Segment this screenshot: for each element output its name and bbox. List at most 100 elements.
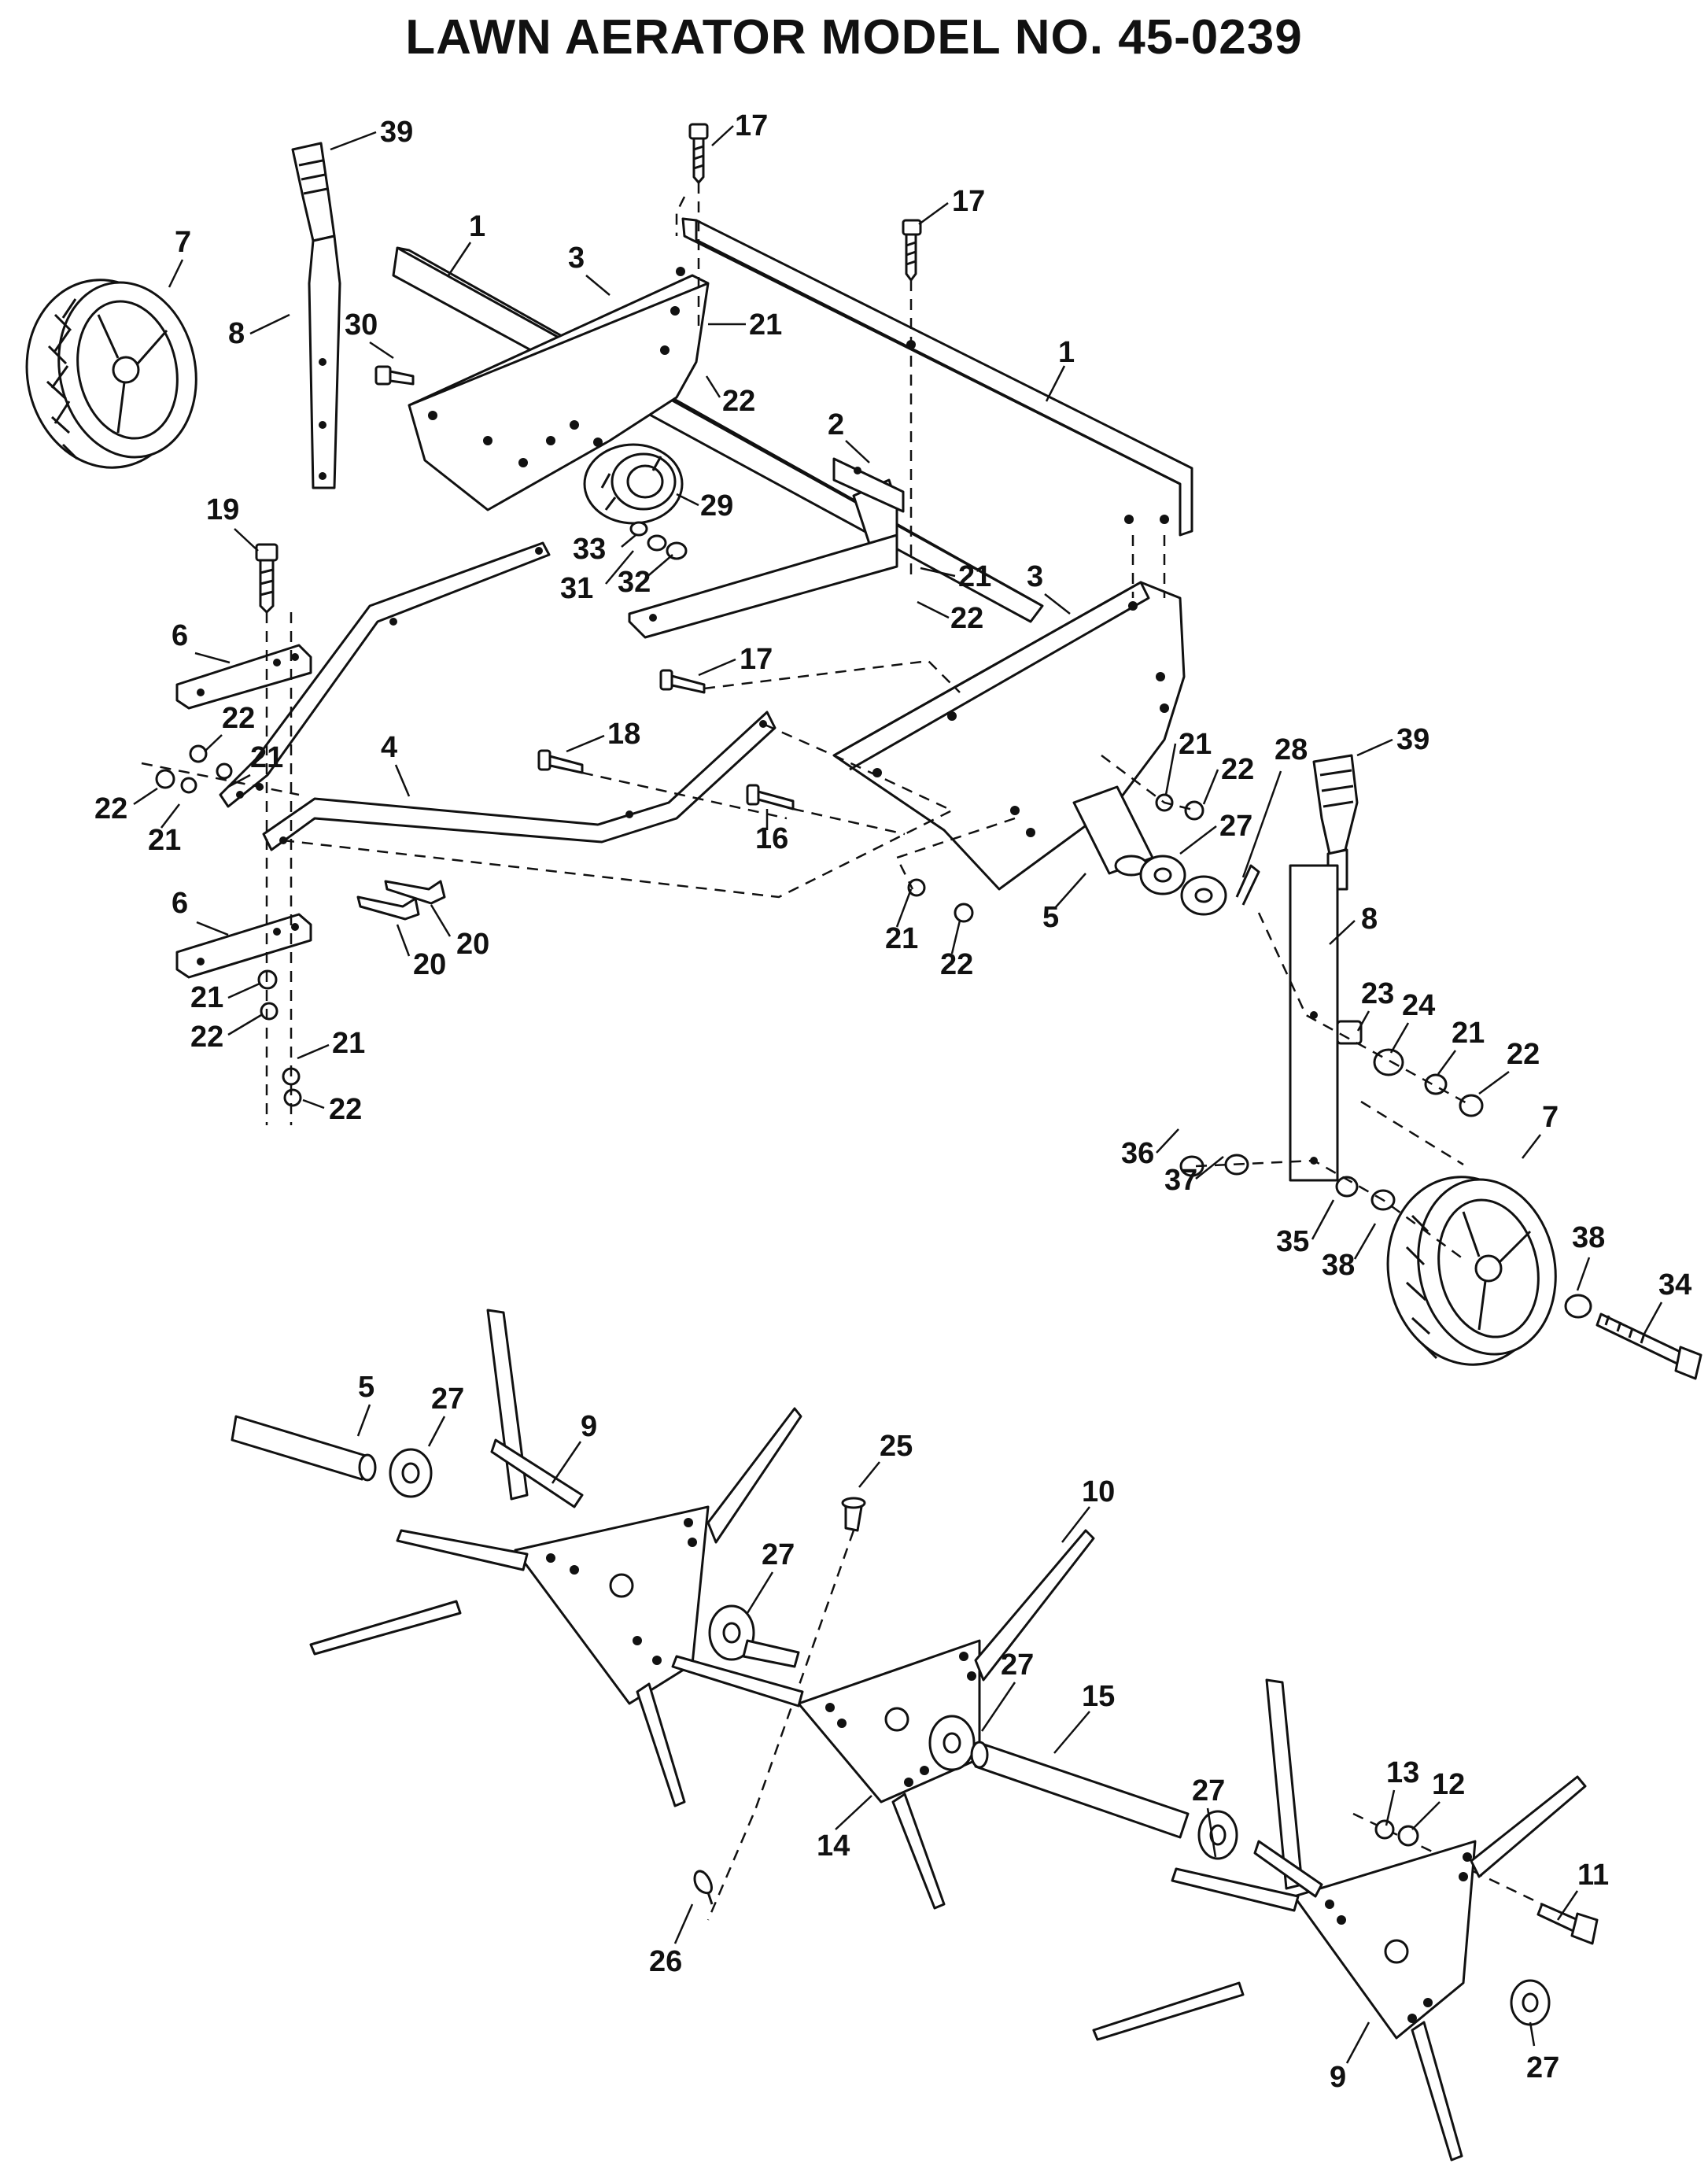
bolt-17-right (902, 219, 922, 282)
callout-4: 4 (381, 731, 411, 797)
callout-label: 37 (1164, 1164, 1197, 1197)
callout-leader (1556, 1890, 1579, 1921)
callout-leader (249, 313, 290, 335)
callout-leader (1411, 1801, 1441, 1830)
callout-27: 27 (1192, 1774, 1225, 1858)
callout-23: 23 (1356, 977, 1394, 1032)
callout-leader (1206, 1807, 1217, 1858)
callout-label: 22 (94, 792, 127, 825)
callout-label: 21 (885, 922, 918, 955)
callout-leader (1345, 2021, 1370, 2064)
callout-31: 31 (560, 550, 634, 605)
callout-leader (673, 1903, 694, 1944)
callout-17: 17 (711, 109, 768, 146)
callout-32: 32 (618, 554, 673, 599)
bearing-washer-nut (629, 521, 688, 560)
callout-6: 6 (172, 619, 231, 664)
callout-19: 19 (206, 493, 259, 552)
callout-label: 5 (358, 1371, 374, 1404)
wheel-right (1386, 1176, 1557, 1366)
callout-label: 27 (1001, 1648, 1034, 1682)
callout-leader (302, 1098, 325, 1109)
callout-leader (566, 734, 605, 753)
callout-label: 22 (940, 948, 973, 981)
callout-1: 1 (1045, 336, 1075, 402)
side-plate-left (408, 274, 710, 511)
callout-14: 14 (817, 1795, 872, 1863)
callout-label: 21 (958, 560, 991, 593)
callout-20: 20 (396, 924, 446, 981)
callout-leader (1053, 873, 1086, 910)
callout-leader (1061, 1506, 1090, 1543)
callout-leader (1385, 1789, 1396, 1826)
callout-label: 26 (649, 1945, 682, 1978)
callout-label: 16 (755, 822, 788, 855)
callout-label: 21 (749, 308, 782, 342)
callout-leader (1329, 920, 1356, 945)
callout-leader (1164, 743, 1177, 796)
callout-leader (227, 773, 251, 788)
callout-6: 6 (172, 887, 229, 936)
callout-label: 27 (1526, 2051, 1559, 2084)
callout-22: 22 (1202, 753, 1254, 805)
callout-label: 22 (222, 702, 255, 735)
callout-leader (1522, 1134, 1541, 1159)
callout-label: 17 (740, 643, 773, 676)
callout-label: 22 (950, 602, 983, 635)
callout-16: 16 (755, 809, 788, 855)
screws-20 (356, 880, 446, 921)
callout-leader (858, 1461, 880, 1488)
callout-39: 39 (330, 116, 413, 151)
callout-37: 37 (1164, 1156, 1224, 1197)
callout-label: 19 (206, 493, 239, 526)
callout-leader (1356, 738, 1393, 757)
callout-label: 18 (607, 718, 640, 751)
callout-label: 33 (573, 533, 606, 566)
callout-leader (746, 1571, 774, 1614)
callout-21: 21 (148, 803, 181, 857)
callout-label: 6 (172, 619, 188, 652)
bolt-30 (374, 365, 415, 386)
callout-leader (227, 982, 260, 999)
callout-label: 30 (345, 308, 378, 342)
callout-leader (356, 1404, 371, 1437)
bolts-middle (537, 669, 795, 810)
link-plate-upper (175, 644, 312, 710)
handle-bar-right (1289, 848, 1348, 1182)
callout-label: 4 (381, 731, 397, 764)
callout-22: 22 (94, 787, 158, 825)
handle-grip-left (291, 142, 336, 242)
callout-leader (980, 1682, 1016, 1732)
callout-label: 31 (560, 572, 593, 605)
callout-leader (1156, 1128, 1179, 1154)
clevis-pin (841, 1497, 866, 1532)
callout-label: 17 (735, 109, 768, 142)
callout-22: 22 (705, 375, 755, 418)
callout-leader (845, 440, 870, 463)
callout-label: 27 (1192, 1774, 1225, 1807)
callout-label: 15 (1082, 1680, 1115, 1713)
axle-shaft (231, 1415, 377, 1482)
bolt-17-top (688, 123, 709, 184)
callout-1: 1 (447, 210, 485, 276)
callout-17: 17 (698, 643, 773, 677)
callout-leader (204, 734, 223, 752)
washer-27-d (1197, 1810, 1238, 1860)
callout-leader (427, 1416, 446, 1447)
callout-leader (1053, 1711, 1090, 1754)
callout-label: 13 (1386, 1756, 1419, 1789)
callout-7: 7 (168, 226, 191, 288)
callout-leader (698, 658, 736, 677)
callout-leader (1643, 1301, 1663, 1335)
callout-21: 21 (297, 1027, 365, 1060)
callout-leader (430, 904, 452, 937)
callout-label: 36 (1121, 1137, 1154, 1170)
callout-label: 28 (1275, 733, 1308, 766)
callout-leader (369, 341, 394, 360)
callout-leader (644, 554, 673, 579)
callout-21: 21 (708, 308, 782, 342)
callout-25: 25 (858, 1430, 913, 1488)
callout-leader (918, 201, 949, 226)
callout-label: 22 (1221, 753, 1254, 786)
